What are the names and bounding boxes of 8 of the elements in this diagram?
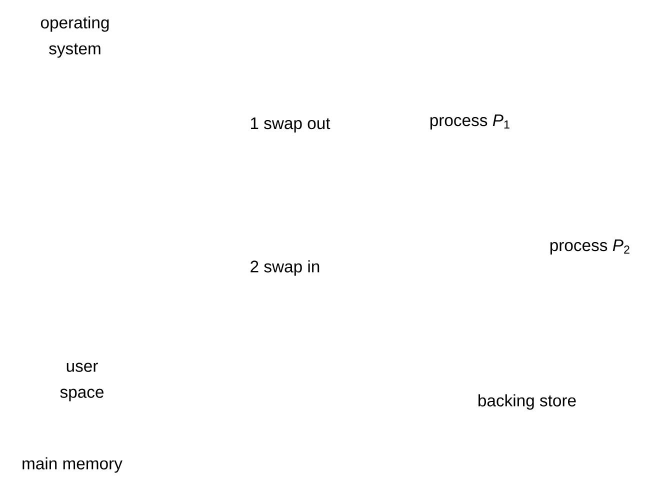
text-label: process P$_{1}$ [430,114,510,130]
text-label: main memory [22,457,122,473]
text-label: 1 swap out [250,118,330,132]
text-label: operating system [40,16,109,58]
text-label: process P$_{2}$ [550,240,630,254]
text-label: user space [60,362,104,402]
text-label: backing store [478,394,576,410]
text-label: 2 swap in [250,260,320,276]
